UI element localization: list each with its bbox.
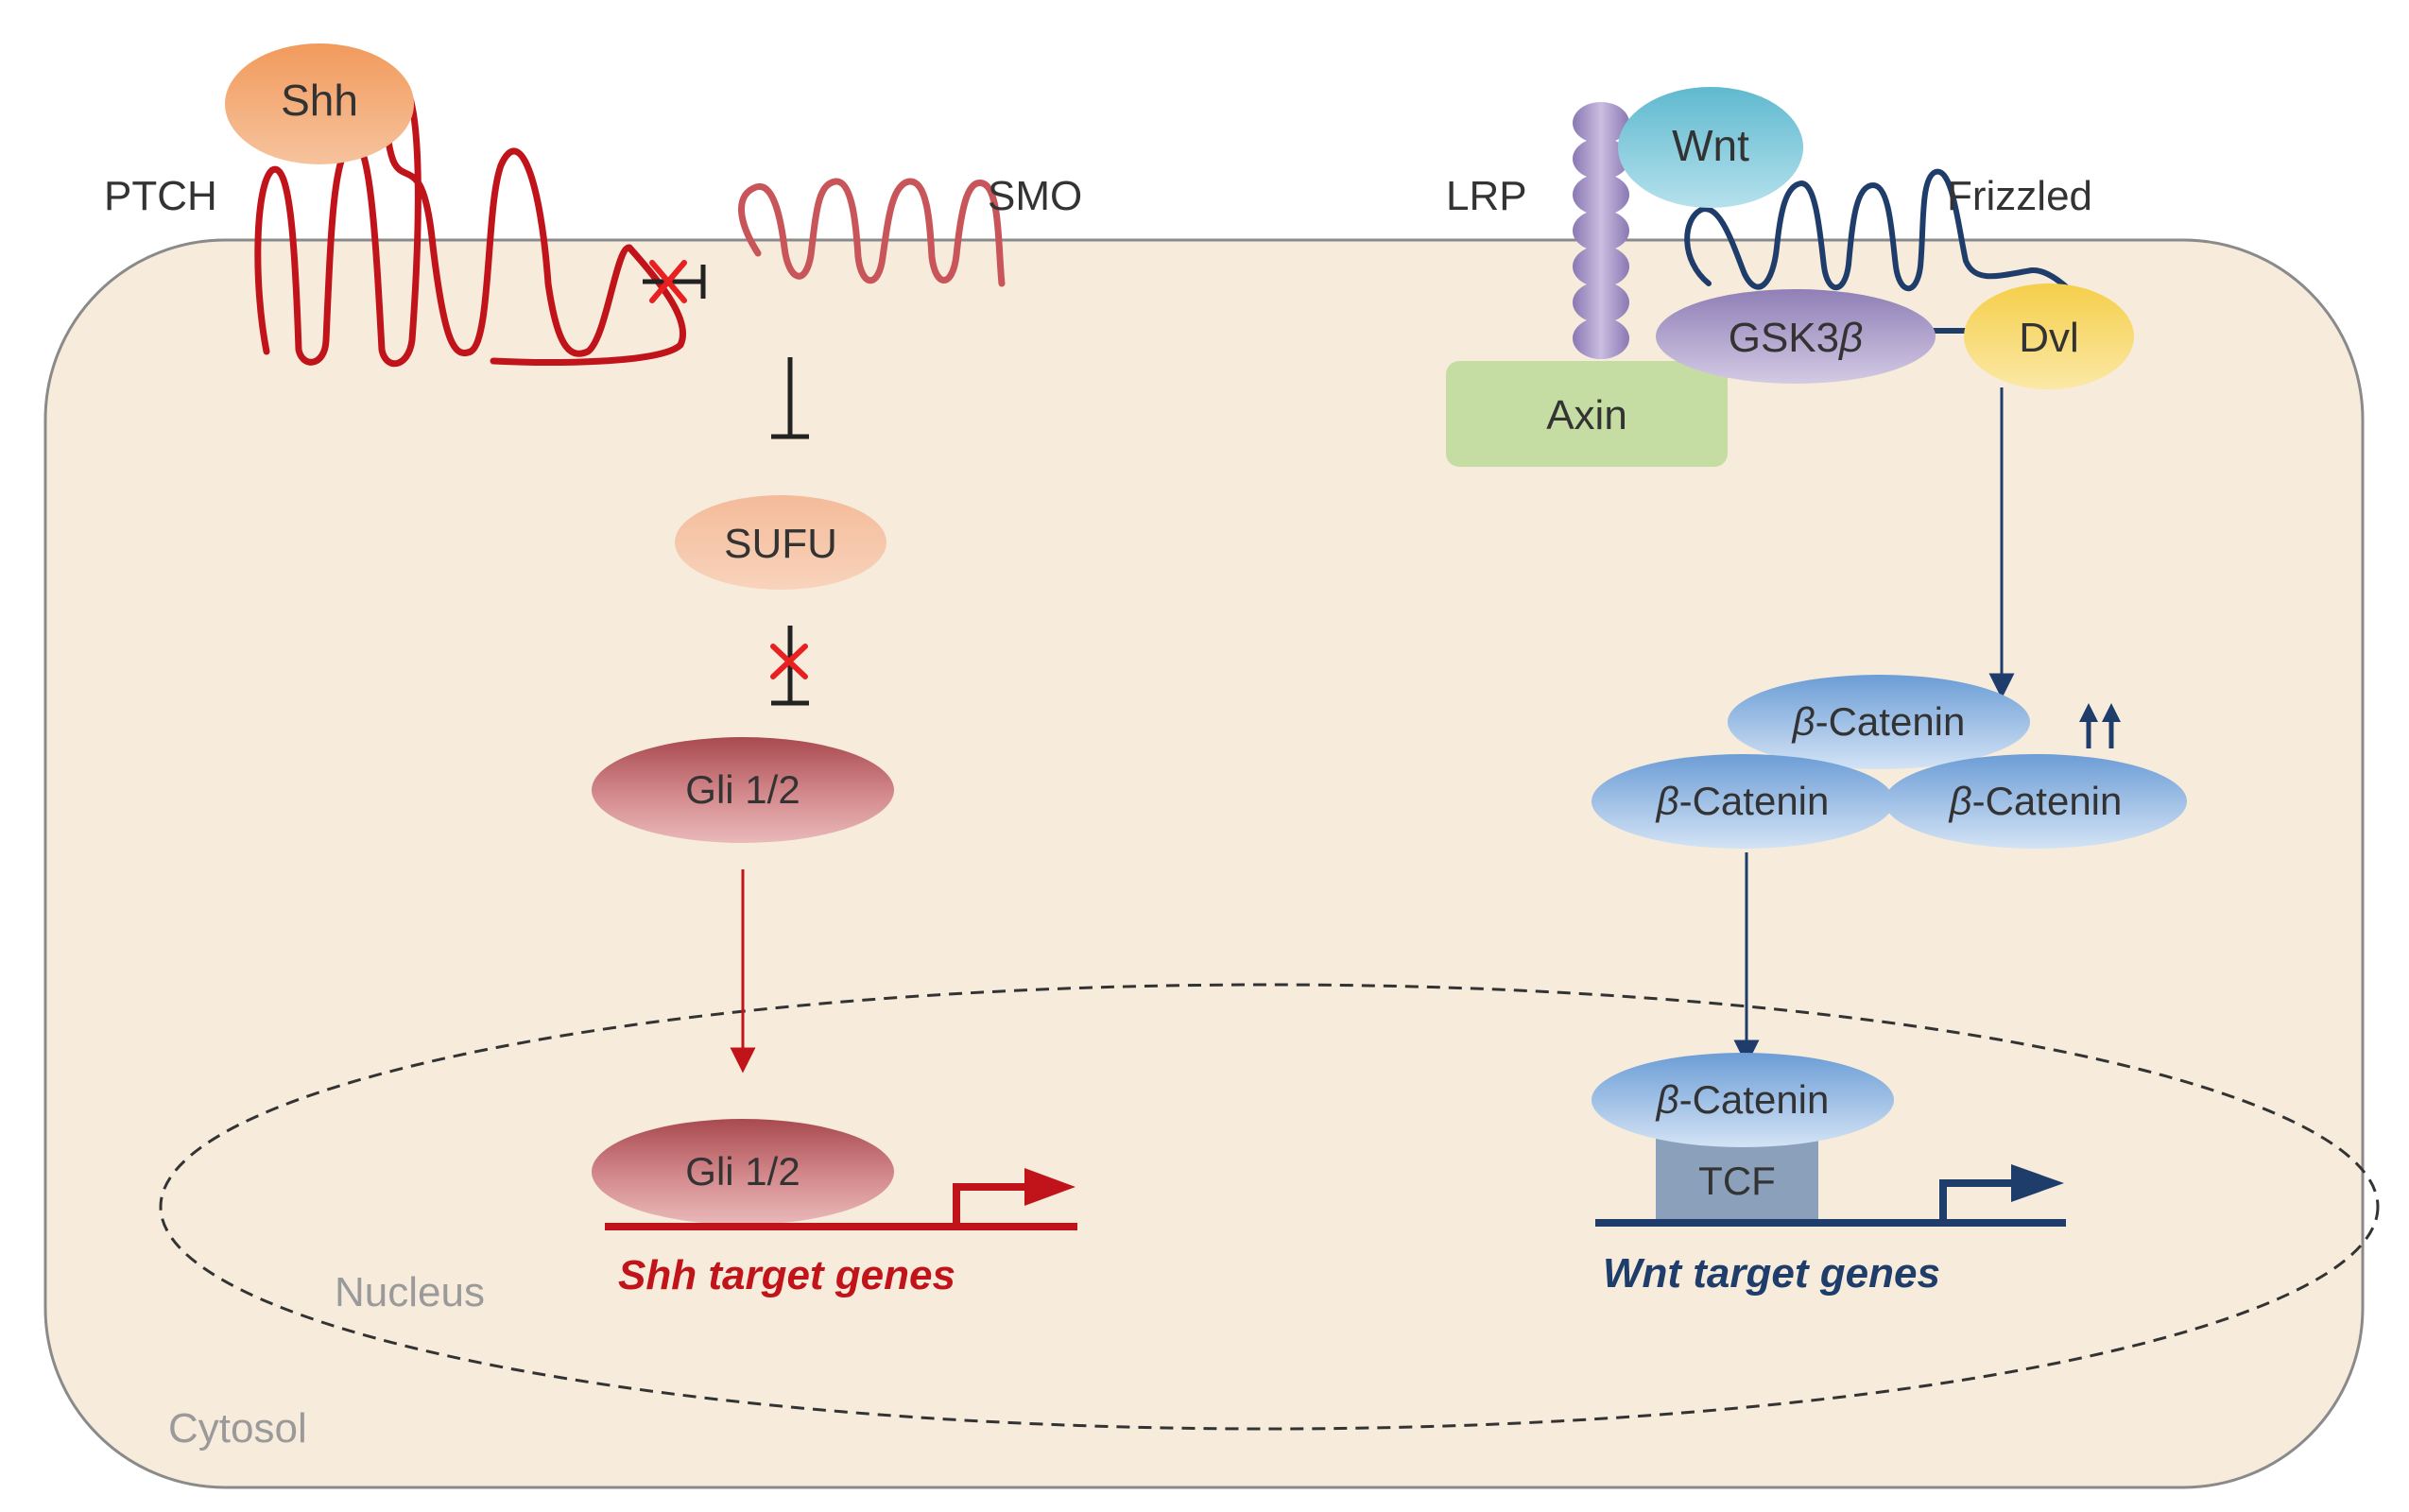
beta-catenin-left-greek: β xyxy=(1655,779,1679,823)
beta-catenin-nucleus-label: β-Catenin xyxy=(1655,1077,1830,1122)
beta-catenin-nucleus xyxy=(1592,1053,1894,1147)
gsk3b-label: GSK3β xyxy=(1729,315,1864,361)
frizzled-receptor-shape xyxy=(1684,168,2110,339)
gsk3b-protein xyxy=(1656,289,1936,384)
beta-catenin-right-greek: β xyxy=(1948,779,1972,823)
axin-label: Axin xyxy=(1546,392,1627,438)
beta-catenin-right xyxy=(1884,754,2187,849)
smo-label: SMO xyxy=(988,173,1082,219)
beta-catenin-nucleus-greek: β xyxy=(1655,1077,1679,1122)
sufu-protein xyxy=(675,495,886,590)
beta-catenin-top-suffix: -Catenin xyxy=(1815,699,1966,744)
gli-nucleus-label: Gli 1/2 xyxy=(685,1149,800,1194)
beta-catenin-top-greek: β xyxy=(1791,699,1815,744)
gsk3b-label-greek: β xyxy=(1837,315,1863,361)
beta-catenin-nucleus-suffix: -Catenin xyxy=(1679,1077,1830,1122)
smo-receptor-shape xyxy=(738,178,1006,287)
beta-catenin-top xyxy=(1728,675,2030,769)
wnt-transcription-arrow xyxy=(1939,1179,2015,1223)
lrp-label: LRP xyxy=(1446,173,1527,219)
shh-transcription-arrowhead xyxy=(1024,1168,1075,1206)
beta-catenin-left xyxy=(1592,754,1894,849)
lrp-coreceptor-shape xyxy=(1573,102,1629,359)
axin-protein xyxy=(1446,361,1728,467)
ptch-receptor-shape xyxy=(254,77,687,368)
gli-cytosol-protein xyxy=(592,737,894,843)
beta-catenin-right-label: β-Catenin xyxy=(1948,779,2123,823)
shh-transcription-arrow xyxy=(953,1183,1028,1227)
wnt-ligand xyxy=(1618,87,1803,208)
gli-nucleus-protein xyxy=(592,1119,894,1225)
shh-ligand xyxy=(225,43,414,164)
beta-catenin-left-label: β-Catenin xyxy=(1655,779,1830,823)
beta-catenin-top-label: β-Catenin xyxy=(1791,699,1966,744)
frizzled-label: Frizzled xyxy=(1947,173,2092,219)
catenin-increase-icon xyxy=(2079,703,2121,748)
beta-catenin-right-suffix: -Catenin xyxy=(1972,779,2123,823)
gli-cytosol-label: Gli 1/2 xyxy=(685,767,800,812)
nucleus-envelope xyxy=(159,983,2380,1431)
shh-target-genes-label: Shh target genes xyxy=(618,1252,955,1298)
ptch-smo-block-x-icon xyxy=(649,260,687,303)
beta-catenin-left-suffix: -Catenin xyxy=(1679,779,1830,823)
tcf-label: TCF xyxy=(1698,1159,1776,1203)
cytosol-label: Cytosol xyxy=(168,1405,307,1452)
dvl-label: Dvl xyxy=(2019,315,2079,361)
sufu-label: SUFU xyxy=(724,521,837,567)
sufu-gli-block-x-icon xyxy=(770,644,808,679)
wnt-ligand-label: Wnt xyxy=(1672,121,1749,170)
ptch-label: PTCH xyxy=(104,173,217,219)
dvl-protein xyxy=(1964,284,2134,389)
wnt-target-genes-label: Wnt target genes xyxy=(1603,1250,1940,1297)
gsk3b-label-prefix: GSK3 xyxy=(1729,315,1839,361)
nucleus-label: Nucleus xyxy=(335,1269,485,1315)
shh-ligand-label: Shh xyxy=(281,76,358,125)
wnt-transcription-arrowhead xyxy=(2011,1164,2064,1202)
